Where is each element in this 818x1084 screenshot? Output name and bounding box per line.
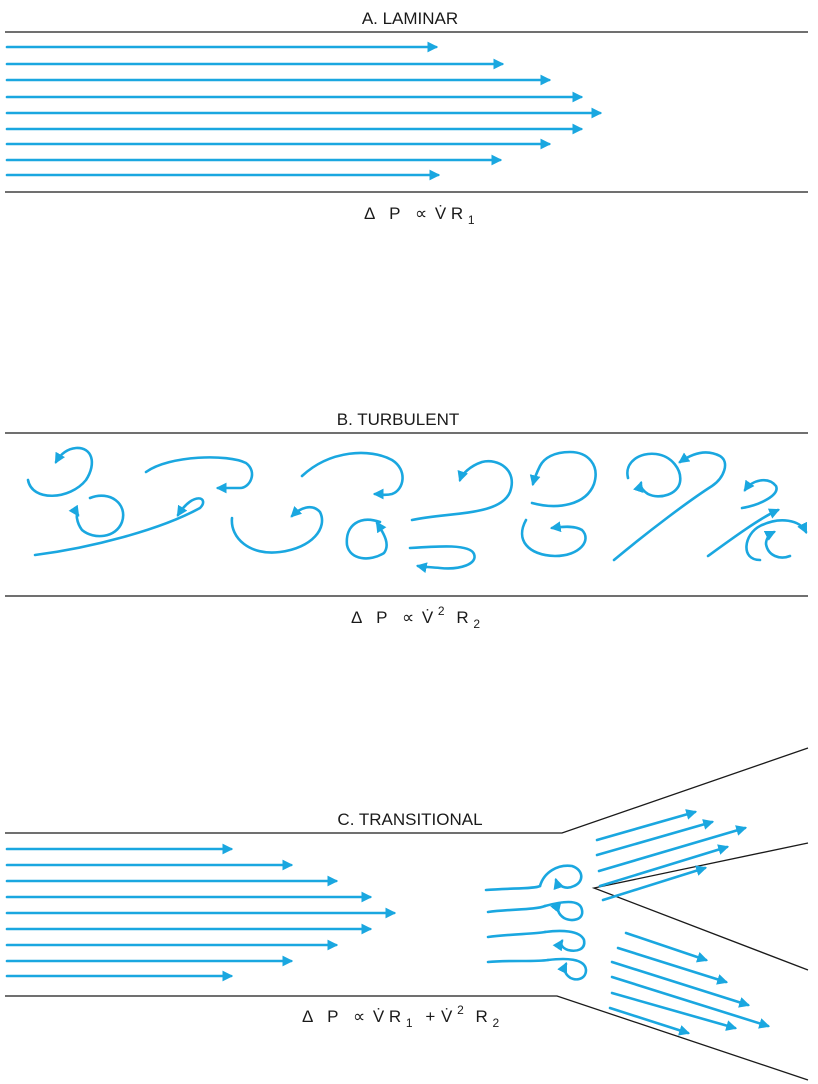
eddy-4	[146, 457, 252, 488]
laminar-title: A. LAMINAR	[362, 9, 458, 28]
laminar-flow-arrows	[7, 47, 600, 175]
eddy-1	[28, 448, 92, 496]
upper-arrow-5	[603, 868, 705, 900]
turbulent-panel: B. TURBULENT Δ P ∝ V̇	[5, 410, 808, 631]
trans-line-3	[488, 932, 545, 937]
lower-arrow-2	[618, 948, 726, 982]
trans-eddy-1	[540, 866, 581, 888]
transitional-straight-arrows	[7, 849, 394, 976]
eddy-15	[742, 480, 777, 508]
transitional-bottom-wall	[5, 996, 808, 1080]
laminar-equation: Δ P ∝ V̇ R 1	[364, 204, 475, 227]
eddy-7	[347, 520, 387, 559]
turbulent-title: B. TURBULENT	[337, 410, 460, 429]
lower-branch-arrows	[610, 933, 768, 1033]
transitional-panel: C. TRANSITIONAL	[5, 748, 808, 1080]
lower-arrow-1	[626, 933, 706, 960]
laminar-panel: A. LAMINAR Δ P ∝ V̇ R 1	[5, 9, 808, 227]
transitional-eddies	[486, 866, 586, 980]
eddy-8	[412, 461, 512, 520]
eddy-13	[627, 454, 680, 497]
eddy-5	[232, 507, 322, 552]
trans-eddy-3	[545, 931, 584, 951]
eddy-11	[532, 452, 596, 506]
transitional-equation: Δ P ∝ V̇ R 1 + V̇ 2 R 2	[302, 999, 500, 1031]
upper-arrow-2	[597, 822, 712, 855]
transitional-title: C. TRANSITIONAL	[337, 810, 482, 829]
eddy-9	[410, 546, 475, 568]
eddy-3	[77, 496, 123, 536]
trans-eddy-4	[548, 959, 586, 979]
lower-arrow-4	[612, 977, 768, 1026]
trans-eddy-2	[545, 902, 582, 920]
eddy-12	[614, 452, 725, 560]
turbulent-equation: Δ P ∝ V̇ 2 R 2	[351, 600, 480, 631]
turbulent-eddies	[28, 448, 806, 568]
trans-line-1	[486, 886, 540, 890]
eddy-16	[746, 520, 806, 560]
trans-line-4	[488, 960, 548, 962]
eddy-10	[522, 520, 585, 556]
eddy-17	[766, 532, 790, 558]
upper-branch-arrows	[597, 812, 745, 900]
eddy-6	[302, 453, 403, 495]
trans-line-2	[488, 906, 545, 912]
